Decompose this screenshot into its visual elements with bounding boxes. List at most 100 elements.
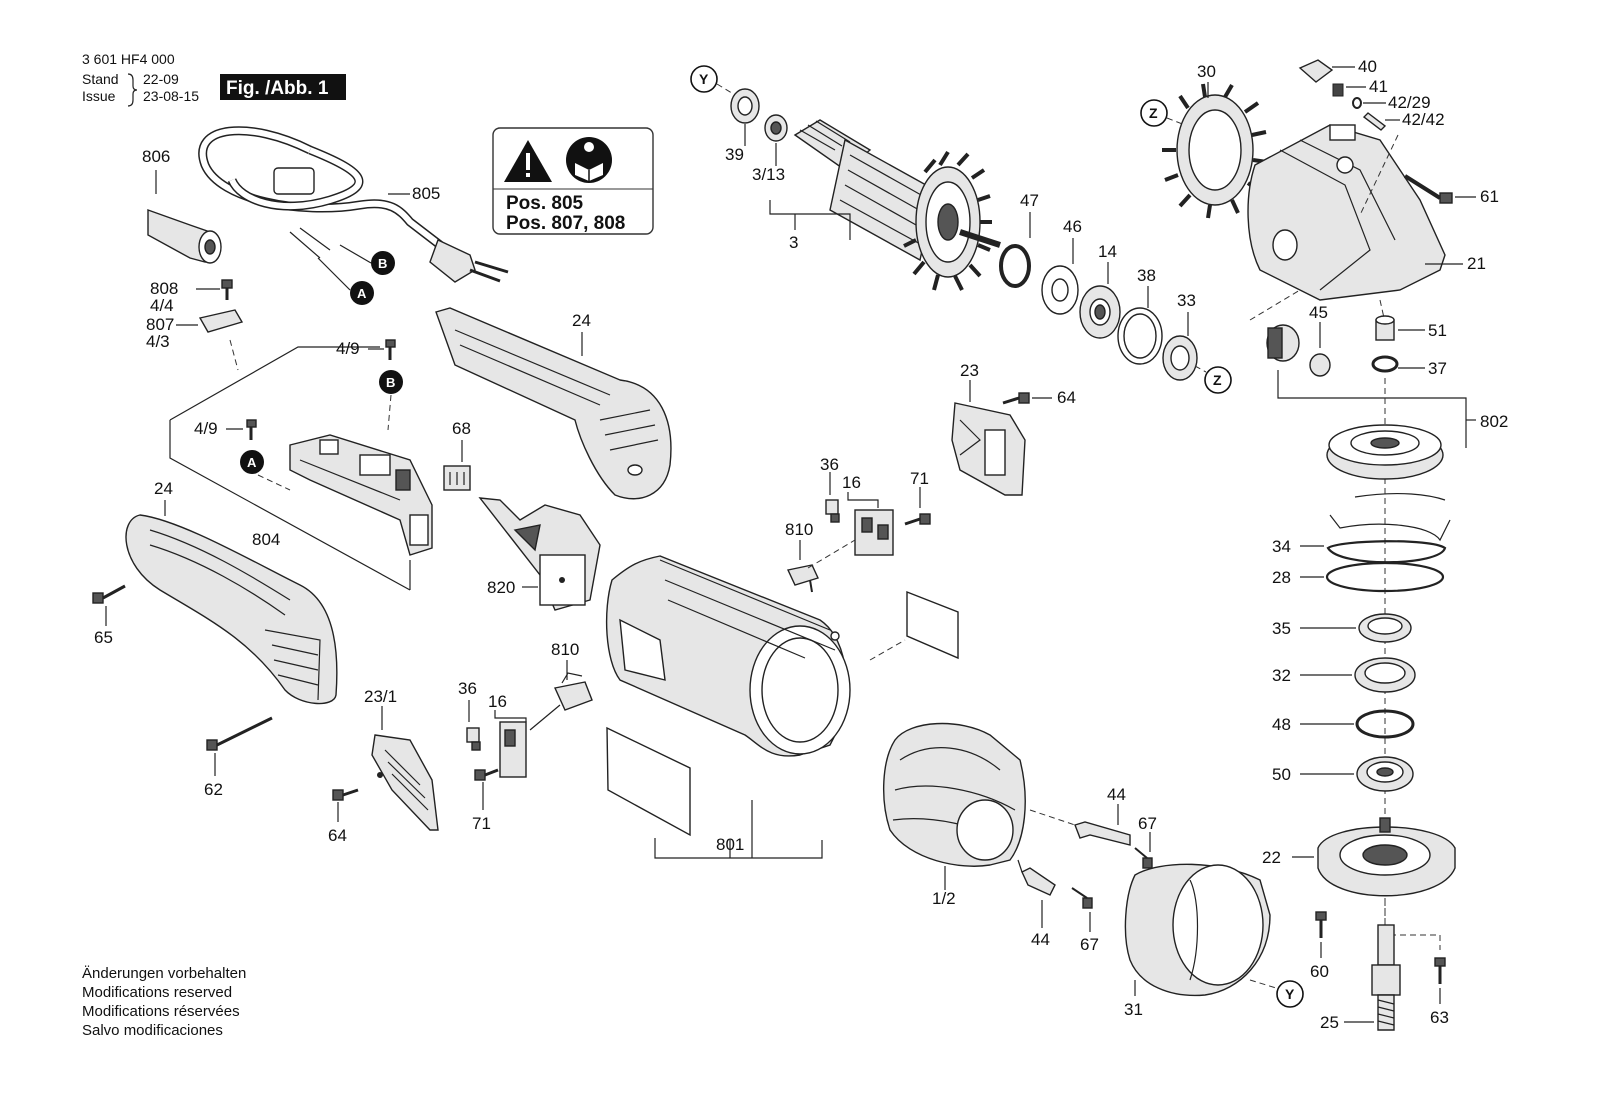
label-38: 38 — [1137, 266, 1156, 285]
label-28: 28 — [1272, 568, 1291, 587]
screw-67-lower — [1071, 887, 1093, 909]
issue-value: 23-08-15 — [143, 88, 199, 104]
label-3-13: 3/13 — [752, 165, 785, 184]
brush-cap-36-lower — [466, 727, 481, 751]
svg-text:Y: Y — [1285, 986, 1295, 1002]
screw-64-upper — [1002, 392, 1030, 405]
label-39: 39 — [725, 145, 744, 164]
protective-guard-802 — [1326, 424, 1444, 480]
spindle-25 — [1371, 924, 1401, 1031]
label-25: 25 — [1320, 1013, 1339, 1032]
label-24-upper: 24 — [572, 311, 591, 330]
screw-65 — [92, 584, 126, 604]
label-16-upper: 16 — [842, 473, 861, 492]
field-coil-1-2 — [882, 722, 1026, 867]
doc-number: 3 601 HF4 000 — [82, 51, 175, 67]
svg-text:Z: Z — [1213, 372, 1222, 388]
electronic-module-820 — [478, 497, 601, 611]
label-64-lower: 64 — [328, 826, 347, 845]
label-16-lower: 16 — [488, 692, 507, 711]
label-804: 804 — [252, 530, 280, 549]
label-48: 48 — [1272, 715, 1291, 734]
bevel-gear-30 — [1162, 83, 1268, 219]
switch-group-804: 4/9 B 4/9 A 804 — [169, 339, 433, 591]
label-62: 62 — [204, 780, 223, 799]
header-brace — [127, 73, 138, 107]
label-50: 50 — [1272, 765, 1291, 784]
screw-60 — [1315, 911, 1327, 938]
bracket-44-upper — [1074, 821, 1131, 846]
bearing-3-13 — [764, 114, 788, 142]
figure-label: Fig. /Abb. 1 — [226, 78, 329, 99]
label-23: 23 — [960, 361, 979, 380]
svg-text:B: B — [378, 256, 387, 271]
label-46: 46 — [1063, 217, 1082, 236]
handle-half-24-lower — [125, 514, 338, 705]
cord-sleeve-806 — [147, 209, 222, 264]
svg-text:Y: Y — [699, 71, 709, 87]
label-36-lower: 36 — [458, 679, 477, 698]
label-47: 47 — [1020, 191, 1039, 210]
label-37: 37 — [1428, 359, 1447, 378]
handle-half-24-upper — [435, 307, 672, 500]
cap-40 — [1298, 59, 1334, 83]
label-41: 41 — [1369, 77, 1388, 96]
label-820: 820 — [487, 578, 515, 597]
warning-box: Pos. 805 Pos. 807, 808 — [492, 127, 654, 235]
stand-value: 22-09 — [143, 71, 179, 87]
label-14: 14 — [1098, 242, 1117, 261]
label-40: 40 — [1358, 57, 1377, 76]
label-35: 35 — [1272, 619, 1291, 638]
label-63: 63 — [1430, 1008, 1449, 1027]
label-61: 61 — [1480, 187, 1499, 206]
ring-35 — [1358, 613, 1412, 643]
sleeve-51 — [1375, 315, 1395, 341]
lock-button-45 — [1266, 324, 1331, 377]
brush-810-lower — [553, 672, 593, 711]
figure-label-box — [220, 74, 346, 100]
warning-line-1: Pos. 805 — [506, 193, 584, 214]
label-805: 805 — [412, 184, 440, 203]
screw-4-9-upper — [385, 339, 396, 360]
footer-line-4: Salvo modificaciones — [82, 1022, 223, 1039]
screw-64-lower — [332, 788, 359, 801]
label-67-lower: 67 — [1080, 935, 1099, 954]
stand-label: Stand — [82, 71, 119, 87]
clamp-ring-28 — [1325, 561, 1445, 593]
label-67-upper: 67 — [1138, 814, 1157, 833]
marker-a-switch: A — [240, 450, 264, 474]
marker-b-cord: B — [371, 251, 395, 275]
label-68: 68 — [452, 419, 471, 438]
label-42-29: 42/29 — [1388, 93, 1431, 112]
label-45: 45 — [1309, 303, 1328, 322]
label-33: 33 — [1177, 291, 1196, 310]
label-810-upper: 810 — [785, 520, 813, 539]
part-68 — [443, 465, 471, 491]
pin-42-42 — [1362, 112, 1387, 131]
warning-line-2: Pos. 807, 808 — [506, 213, 625, 234]
motor-housing-801 — [605, 555, 851, 757]
bearing-50 — [1356, 756, 1414, 792]
marker-y-top: Y — [690, 65, 718, 93]
issue-label: Issue — [82, 88, 116, 104]
bearing-14 — [1079, 285, 1121, 339]
label-21: 21 — [1467, 254, 1486, 273]
label-808: 808 — [150, 279, 178, 298]
screw-67-upper — [1134, 847, 1153, 869]
brush-810-upper — [786, 564, 819, 593]
label-4-9-lower: 4/9 — [194, 419, 218, 438]
svg-text:Z: Z — [1149, 105, 1158, 121]
label-810-lower: 810 — [551, 640, 579, 659]
label-36-upper: 36 — [820, 455, 839, 474]
marker-z-mid: Z — [1204, 366, 1232, 394]
clamp-807 — [198, 309, 244, 333]
screw-71-lower — [474, 768, 499, 781]
footer-notes: Änderungen vorbehalten Modifications res… — [82, 965, 246, 1039]
label-sheet-left — [606, 726, 691, 837]
screw-808 — [221, 279, 233, 300]
footer-line-2: Modifications reserved — [82, 984, 232, 1001]
cover-23-1 — [371, 734, 439, 831]
svg-text:A: A — [357, 286, 367, 301]
gear-housing-21 — [1247, 124, 1446, 301]
